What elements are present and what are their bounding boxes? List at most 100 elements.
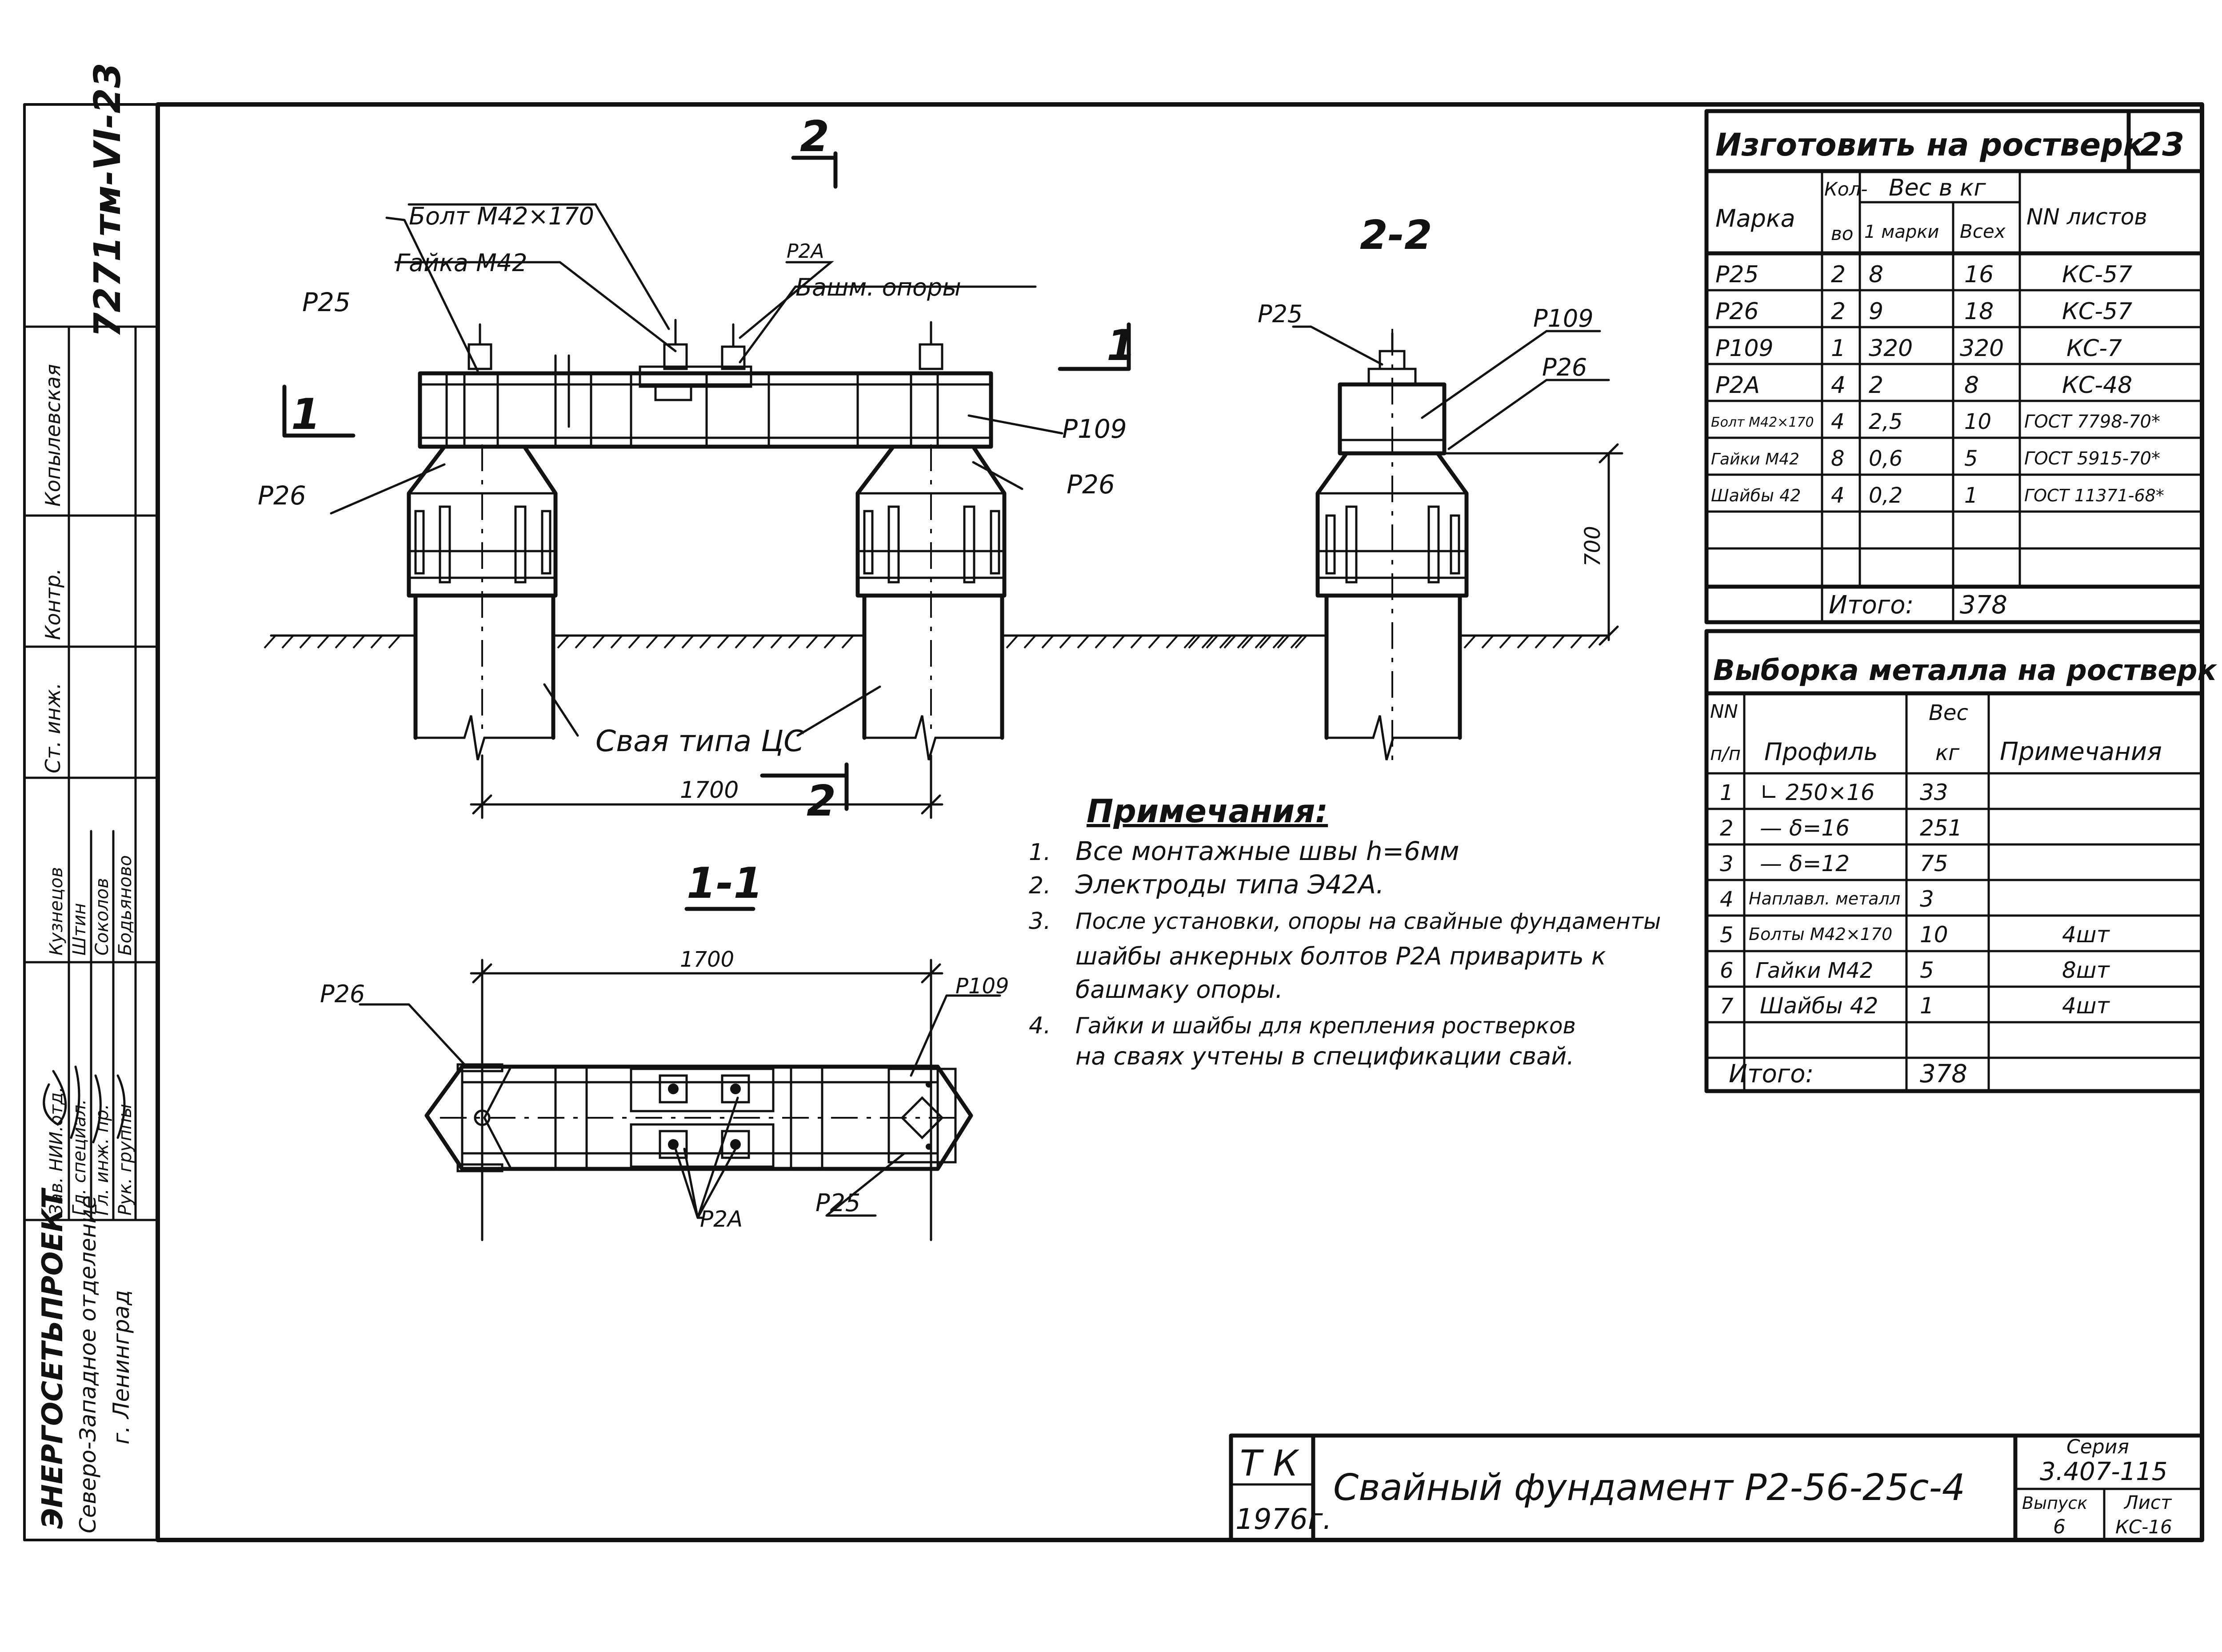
spec-r3-unit: 320 [1869, 335, 1913, 362]
spec-r5-mark: Болт М42×170 [1711, 415, 1814, 430]
spec-r5-sheet: ГОСТ 7798-70* [2024, 412, 2160, 432]
spec-h-qty-top: Кол- [1824, 178, 1868, 200]
name-1: Кузнецов [46, 867, 67, 956]
spec-r1-total: 16 [1964, 261, 1994, 288]
spec-r3-qty: 1 [1831, 335, 1846, 362]
spec-r5-qty: 4 [1831, 409, 1845, 434]
spec-h-sheets: NN листов [2026, 204, 2147, 230]
callout-p2a-top: Р2А [787, 240, 824, 263]
notes-heading: Примечания: [1087, 792, 1328, 830]
metal-h-num-top: NN [1710, 700, 1738, 722]
bottom-title-block: Т К 1976г. Свайный фундамент Р2-56-25с-4… [1229, 1433, 2204, 1542]
spec-r6-qty: 8 [1831, 446, 1845, 471]
dim-span-plan: 1700 [680, 947, 734, 972]
side-label-3: Ст. инж. [41, 683, 65, 773]
spec-h-weight: Вес в кг [1889, 175, 1986, 201]
callout-p109-plan: Р109 [955, 974, 1009, 999]
spec-r4-total: 8 [1964, 372, 1979, 399]
metal-r7-profile: Шайбы 42 [1760, 993, 1878, 1019]
spec-r4-sheet: КС-48 [2062, 372, 2132, 399]
metal-r4-weight: 3 [1920, 886, 1934, 912]
spec-r5-total: 10 [1964, 409, 1991, 434]
left-title-strip: 7271тм-VI-23 Копылевская Контр. Ст. инж.… [23, 63, 159, 1533]
name-2: Штин [69, 903, 90, 956]
section-2-2-title: 2-2 [1360, 212, 1432, 259]
side-label-2: Контр. [41, 568, 65, 640]
spec-r6-sheet: ГОСТ 5915-70* [2024, 448, 2160, 469]
tb-series-value: 3.407-115 [2040, 1457, 2167, 1486]
spec-r1-sheet: КС-57 [2062, 261, 2132, 288]
metal-total-value: 378 [1920, 1060, 1967, 1088]
metal-r4-num: 4 [1720, 887, 1734, 912]
metal-r1-profile: ∟ 250×16 [1760, 780, 1875, 805]
spec-r7-total: 1 [1964, 483, 1978, 508]
tb-sheet-value: КС-16 [2115, 1516, 2172, 1538]
note-4-line-1: Гайки и шайбы для крепления ростверков [1075, 1013, 1576, 1039]
callout-p26-left: Р26 [258, 480, 306, 511]
metal-r1-weight: 33 [1920, 780, 1948, 805]
role-2: Гл. специал. [69, 1099, 90, 1216]
metal-table-title: Выборка металла на ростверк [1713, 654, 2217, 687]
role-4: Рук. группы [115, 1104, 136, 1216]
callout-p25-left: Р25 [302, 287, 351, 317]
metal-r6-note: 8шт [2062, 957, 2110, 983]
tb-year: 1976г. [1235, 1503, 1332, 1536]
note-1-num: 1. [1029, 839, 1051, 866]
metal-h-weight-top: Вес [1929, 700, 1968, 725]
spec-r6-total: 5 [1964, 446, 1978, 471]
name-3: Соколов [92, 878, 112, 956]
metal-total-label: Итого: [1729, 1060, 1814, 1088]
sheet-number: 23 [2140, 126, 2184, 163]
spec-r3-total: 320 [1960, 335, 2004, 362]
section-1-1-plan: 1-1 1700 [320, 859, 1009, 1241]
tb-drawing-title: Свайный фундамент Р2-56-25с-4 [1333, 1467, 1965, 1509]
metal-r3-weight: 75 [1920, 851, 1948, 876]
metal-h-note: Примечания [2000, 737, 2162, 766]
org-branch: Северо-Западное отделение [75, 1195, 101, 1533]
spec-r4-mark: Р2А [1715, 372, 1760, 399]
callout-p26-right: Р26 [1067, 469, 1115, 500]
svg-text:1: 1 [291, 390, 320, 439]
spec-table-title: Изготовить на ростверк [1715, 127, 2145, 163]
spec-r2-mark: Р26 [1715, 298, 1759, 325]
spec-r6-mark: Гайки М42 [1711, 450, 1799, 468]
callout-pile-type: Свая типа ЦС [595, 724, 804, 758]
callout-bolt: Болт М42×170 [409, 202, 594, 230]
spec-r3-sheet: КС-7 [2066, 335, 2122, 362]
callout-tower-base: Башм. опоры [795, 273, 961, 301]
front-elevation: 1700 1 1 2 Болт М42×170 Гайка М42 Р2А Ба… [258, 202, 1312, 826]
metal-r7-weight: 1 [1920, 993, 1934, 1019]
metal-r1-num: 1 [1720, 780, 1734, 805]
tb-tk: Т К [1240, 1443, 1299, 1484]
side-label-1: Копылевская [41, 364, 65, 507]
role-3: Гл. инж. пр. [92, 1104, 112, 1216]
spec-total-value: 378 [1960, 591, 2007, 620]
spec-h-weight-total: Всех [1960, 220, 2006, 242]
role-1: Зав. НИИ.отд. [46, 1087, 67, 1216]
metal-r5-weight: 10 [1920, 922, 1948, 948]
metal-r7-num: 7 [1720, 994, 1734, 1019]
note-3-line-1: После установки, опоры на свайные фундам… [1075, 908, 1661, 934]
tb-series-label: Серия [2066, 1436, 2129, 1458]
spec-r7-qty: 4 [1831, 483, 1845, 508]
tb-issue-value: 6 [2053, 1516, 2066, 1538]
spec-r2-unit: 9 [1869, 298, 1883, 325]
metal-r2-profile: — δ=16 [1760, 815, 1850, 841]
notes-block: Примечания: 1. Все монтажные швы h=6мм 2… [1029, 792, 1661, 1070]
metal-r5-profile: Болты М42×170 [1749, 924, 1892, 944]
spec-r6-unit: 0,6 [1869, 446, 1902, 471]
metal-r4-profile: Наплавл. металл [1749, 889, 1900, 908]
section-marker-2-top: 2 [791, 112, 838, 189]
note-2-line-1: Электроды типа Э42А. [1075, 869, 1384, 900]
metal-r3-num: 3 [1720, 852, 1734, 876]
note-3-num: 3. [1029, 908, 1051, 935]
spec-r2-qty: 2 [1831, 298, 1846, 325]
svg-text:2: 2 [807, 777, 836, 826]
spec-r3-mark: Р109 [1715, 335, 1774, 362]
spec-r7-unit: 0,2 [1869, 483, 1902, 508]
metal-r2-weight: 251 [1920, 815, 1962, 841]
note-4-num: 4. [1029, 1012, 1051, 1039]
archive-code: 7271тм-VI-23 [87, 63, 129, 338]
callout-p26-plan: Р26 [320, 980, 365, 1008]
